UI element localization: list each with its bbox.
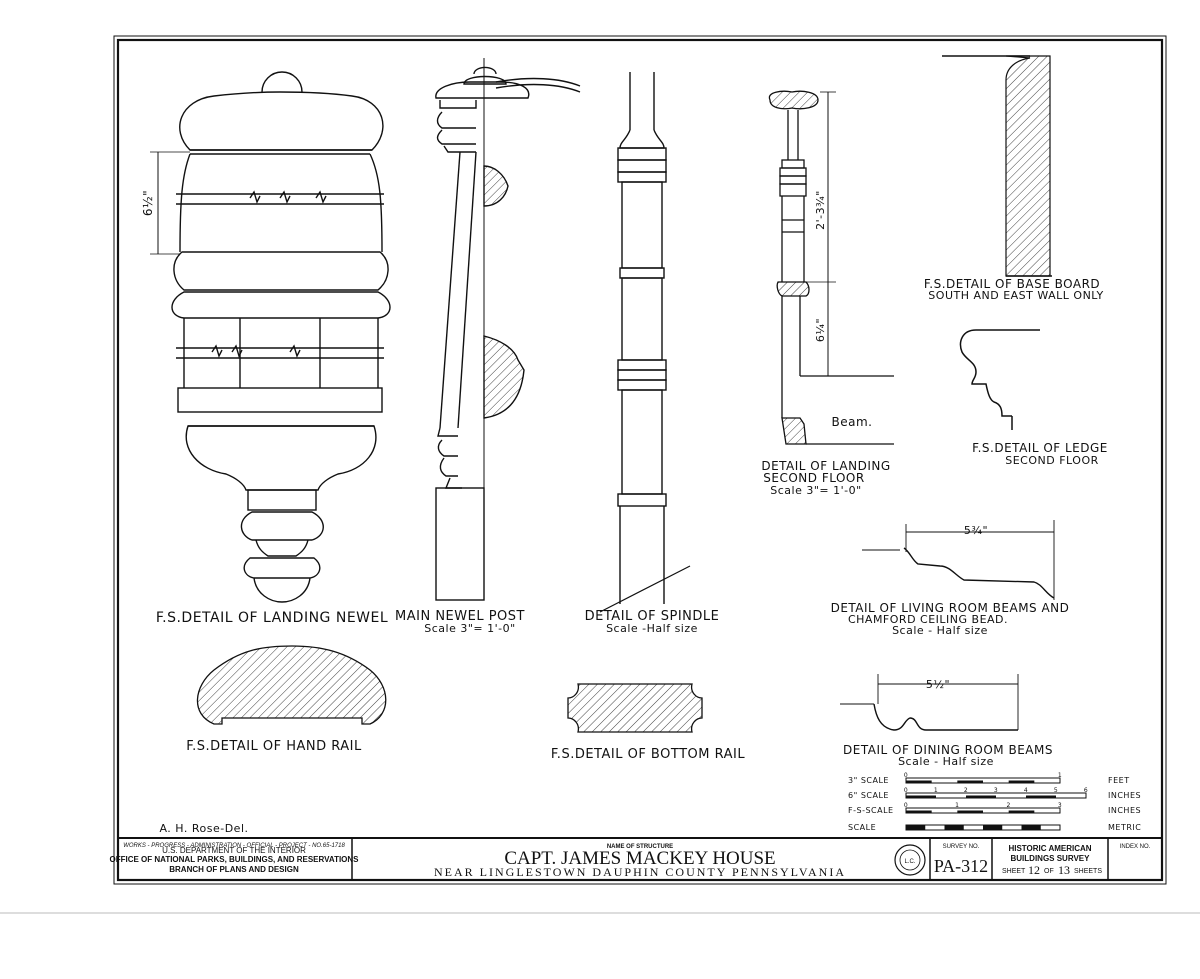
scale-tick-label: 5 (1054, 787, 1058, 794)
scale-tick-label: 4 (1024, 787, 1028, 794)
survey-title-2: BUILDINGS SURVEY (1011, 854, 1091, 863)
ledge-title-1: F.S.DETAIL OF LEDGE (972, 441, 1108, 455)
structure-name: CAPT. JAMES MACKEY HOUSE (504, 848, 775, 869)
main-newel-drawing (435, 58, 581, 601)
seal-text: L.C. (904, 859, 915, 865)
graphic-scales: 3" SCALE FEET 0 1 6" SCALE INCHES 0 1 2 3 4 5 6F-S-S… (848, 772, 1141, 832)
landing-beam-label: Beam. (832, 415, 873, 429)
scale-segment (906, 795, 936, 798)
scale-tick-label: 3 (994, 787, 998, 794)
seal-icon (894, 844, 926, 876)
base-board-title-1: F.S.DETAIL OF BASE BOARD (924, 277, 1100, 291)
landing-dim-top: 2'-3¾" (814, 190, 827, 230)
base-board-title-2: SOUTH AND EAST WALL ONLY (928, 289, 1103, 302)
sheet-total: 13 (1058, 863, 1070, 877)
dining-room-beam-drawing (840, 674, 1019, 731)
scale-segment (1008, 810, 1035, 813)
scale-segment (957, 780, 983, 783)
scale-segment (906, 810, 932, 813)
scale-tick-label: 2 (1007, 802, 1011, 809)
scale-segment (906, 780, 932, 783)
living-room-title-1: DETAIL OF LIVING ROOM BEAMS AND (831, 601, 1070, 615)
ledge-title-2: SECOND FLOOR (1005, 454, 1099, 467)
bottom-rail-title: F.S.DETAIL OF BOTTOM RAIL (551, 747, 745, 762)
survey-title-1: HISTORIC AMERICAN (1008, 844, 1091, 853)
department: U.S. DEPARTMENT OF THE INTERIOR (162, 846, 306, 855)
dining-room-title: DETAIL OF DINING ROOM BEAMS (843, 743, 1053, 757)
delineator-signature: A. H. Rose-Del. (159, 822, 248, 835)
scale-label: 6" SCALE (848, 791, 889, 800)
branch: BRANCH OF PLANS AND DESIGN (169, 865, 299, 874)
landing-title-1: DETAIL OF LANDING (761, 459, 890, 473)
agency-line: WORKS - PROGRESS - ADMINISTRATION - OFFI… (123, 843, 345, 849)
hand-rail-drawing (196, 645, 387, 725)
landing-dim-bottom: 6¼" (814, 318, 827, 342)
survey-caption: SURVEY NO. (943, 844, 980, 850)
scale-tick-label: 0 (904, 787, 908, 794)
scale-unit: METRIC (1108, 823, 1141, 832)
hand-rail-title: F.S.DETAIL OF HAND RAIL (186, 739, 362, 754)
index-caption: INDEX NO. (1120, 844, 1151, 850)
scale-segment (1008, 780, 1035, 783)
landing-scale: Scale 3"= 1'-0" (770, 484, 861, 497)
spindle-scale: Scale -Half size (606, 622, 698, 635)
landing-drawing (768, 90, 894, 445)
living-room-scale: Scale - Half size (892, 624, 988, 637)
scale-tick-label: 0 (904, 772, 908, 779)
name-caption: NAME OF STRUCTURE (607, 844, 673, 850)
scale-segment (906, 825, 926, 830)
ledge-drawing (959, 329, 1040, 430)
sheet-number: 12 (1028, 863, 1040, 877)
office: OFFICE OF NATIONAL PARKS, BUILDINGS, AND… (109, 855, 359, 864)
scale-label: 3" SCALE (848, 776, 889, 785)
dining-room-dimension: 5½" (926, 678, 950, 691)
living-room-beam-drawing (862, 520, 1055, 600)
scale-segment (944, 825, 964, 830)
scale-unit: INCHES (1108, 806, 1141, 815)
scale-segment (1021, 825, 1041, 830)
scale-segment (957, 810, 983, 813)
scale-segment (966, 795, 996, 798)
main-newel-title: MAIN NEWEL POST (395, 609, 525, 624)
structure-location: NEAR LINGLESTOWN DAUPHIN COUNTY PENNSYLV… (434, 865, 846, 879)
landing-title-2: SECOND FLOOR (763, 471, 864, 485)
bottom-rail-drawing (567, 683, 703, 733)
scale-unit: FEET (1108, 776, 1130, 785)
scale-tick-label: 0 (904, 802, 908, 809)
sheets-word: SHEETS (1074, 868, 1102, 875)
scale-segment (1026, 795, 1056, 798)
living-room-dimension: 5¾" (964, 524, 988, 537)
scale-tick-label: 6 (1084, 787, 1088, 794)
dining-room-scale: Scale - Half size (898, 755, 994, 768)
survey-number: PA-312 (934, 856, 988, 876)
scale-tick-label: 2 (964, 787, 968, 794)
spindle-title: DETAIL OF SPINDLE (585, 609, 720, 624)
landing-newel-title: F.S.DETAIL OF LANDING NEWEL (156, 610, 388, 626)
title-block (118, 837, 1162, 880)
landing-newel-dimension: 6½" (141, 190, 155, 216)
scale-label: SCALE (848, 823, 876, 832)
living-room-title-2: CHAMFORD CEILING BEAD. (848, 613, 1008, 626)
of-word: OF (1044, 868, 1054, 875)
sheet-count: SHEET 12 OF 13 SHEETS (1002, 863, 1102, 877)
scale-unit: INCHES (1108, 791, 1141, 800)
sheet-word: SHEET (1002, 868, 1026, 875)
scale-label: F-S-SCALE (848, 806, 894, 815)
main-newel-scale: Scale 3"= 1'-0" (424, 622, 515, 635)
outer-border (113, 35, 1167, 885)
spindle-drawing (599, 72, 691, 613)
scale-segment (983, 825, 1003, 830)
scale-tick-label: 1 (955, 802, 959, 809)
scale-tick-label: 1 (934, 787, 938, 794)
inner-border (116, 38, 1164, 882)
base-board-drawing (942, 55, 1052, 277)
landing-newel-drawing (150, 71, 391, 603)
scale-tick-label: 1 (1058, 772, 1062, 779)
scale-tick-label: 3 (1058, 802, 1062, 809)
